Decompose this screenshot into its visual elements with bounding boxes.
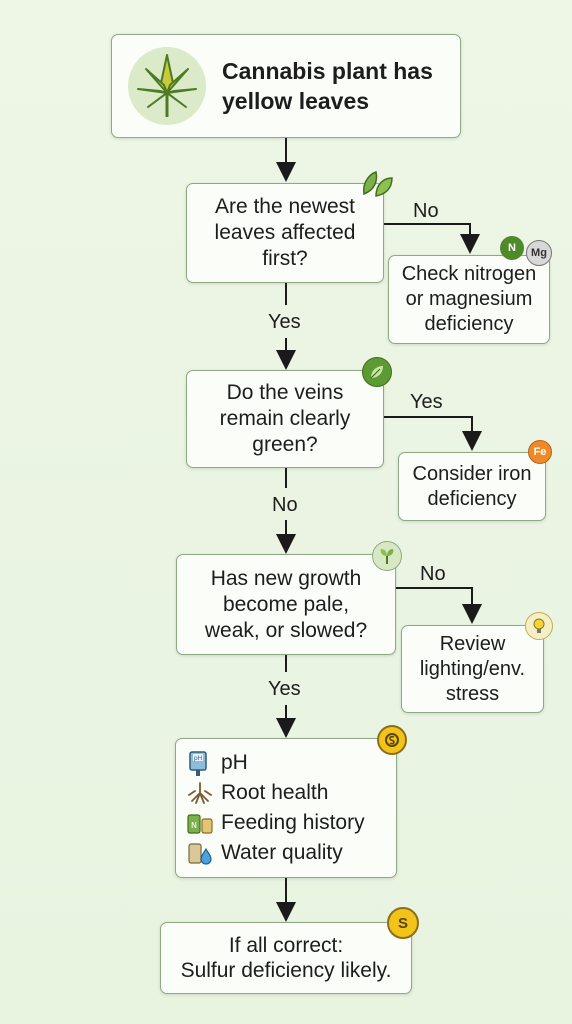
start-title-line-2: yellow leaves — [222, 88, 370, 114]
q2-line-3: green? — [252, 433, 318, 456]
q2-line-2: remain clearly — [219, 407, 351, 430]
sulfur-element-badge-icon: S — [387, 907, 419, 939]
q3-line-2: become pale, — [222, 592, 350, 616]
q3-line-3: weak, or slowed? — [204, 618, 368, 642]
checklist: pH pH Root health N Feeding history Wate… — [187, 748, 387, 868]
checklist-box — [175, 738, 397, 878]
start-title-line-1: Cannabis plant has — [222, 58, 433, 84]
r1-line-3: deficiency — [424, 313, 514, 335]
checklist-item-feeding-history: N Feeding history — [187, 808, 387, 838]
seedling-badge-icon — [372, 541, 402, 571]
q2-no-label: No — [272, 494, 298, 516]
checklist-item-root-health: Root health — [187, 778, 387, 808]
nutrient-bottles-icon: N — [187, 811, 213, 835]
feed-icon-text: N — [191, 821, 197, 830]
roots-icon — [187, 781, 212, 805]
q1-yes-label: Yes — [268, 311, 301, 333]
checklist-item-label: Feeding history — [221, 811, 365, 834]
nitrogen-badge-icon: N — [500, 236, 524, 260]
final-line-2: Sulfur deficiency likely. — [180, 959, 392, 982]
arrow-q1-no — [384, 223, 480, 254]
start-node: Cannabis plant has yellow leaves — [111, 34, 461, 138]
iron-badge-icon: Fe — [528, 440, 552, 464]
q1-line-1: Are the newest — [214, 195, 356, 218]
q2-yes-label: Yes — [410, 391, 443, 413]
sulfur-badge-icon — [377, 725, 407, 755]
leaf-badge-icon — [362, 357, 392, 387]
checklist-item-water-quality: Water quality — [187, 838, 387, 868]
r1-line-1: Check nitrogen — [401, 263, 537, 285]
magnesium-badge-icon: Mg — [526, 240, 552, 266]
final-line-1: If all correct: — [228, 934, 344, 957]
result-iron: Consider iron deficiency — [398, 452, 546, 521]
water-drop-icon — [187, 841, 212, 865]
checklist-item-ph: pH pH — [187, 748, 387, 778]
arrow-q3-no — [396, 587, 482, 624]
cannabis-leaf-icon — [128, 47, 206, 125]
leaves-icon — [362, 171, 393, 197]
q3-line-1: Has new growth — [210, 566, 362, 590]
checklist-item-label: pH — [221, 751, 248, 774]
checklist-item-label: Water quality — [221, 841, 343, 864]
lightbulb-badge-icon — [525, 612, 553, 640]
question-veins-green: Do the veins remain clearly green? — [186, 370, 384, 468]
question-new-growth: Has new growth become pale, weak, or slo… — [176, 554, 396, 655]
q1-no-label: No — [413, 200, 439, 222]
q2-line-1: Do the veins — [226, 381, 344, 404]
r2-line-1: Consider iron — [412, 462, 532, 485]
r3-line-2: lighting/env. — [419, 657, 526, 680]
final-conclusion: If all correct: Sulfur deficiency likely… — [160, 922, 412, 994]
ph-icon-text: pH — [194, 755, 202, 762]
result-nitrogen-magnesium: Check nitrogen or magnesium deficiency — [388, 255, 550, 344]
r3-line-1: Review — [439, 632, 506, 655]
q3-yes-label: Yes — [268, 678, 301, 700]
question-newest-leaves: Are the newest leaves affected first? — [186, 183, 384, 283]
r3-line-3: stress — [445, 682, 500, 705]
q3-no-label: No — [420, 563, 446, 585]
r2-line-2: deficiency — [427, 487, 517, 510]
q1-line-2: leaves affected — [214, 221, 356, 244]
r1-line-2: or magnesium — [405, 288, 533, 310]
arrow-q2-yes — [384, 416, 482, 451]
q1-line-3: first? — [262, 247, 308, 270]
start-title: Cannabis plant has yellow leaves — [222, 56, 433, 116]
checklist-item-label: Root health — [221, 781, 329, 804]
result-lighting-stress: Review lighting/env. stress — [401, 625, 544, 713]
ph-meter-icon: pH — [187, 751, 211, 776]
